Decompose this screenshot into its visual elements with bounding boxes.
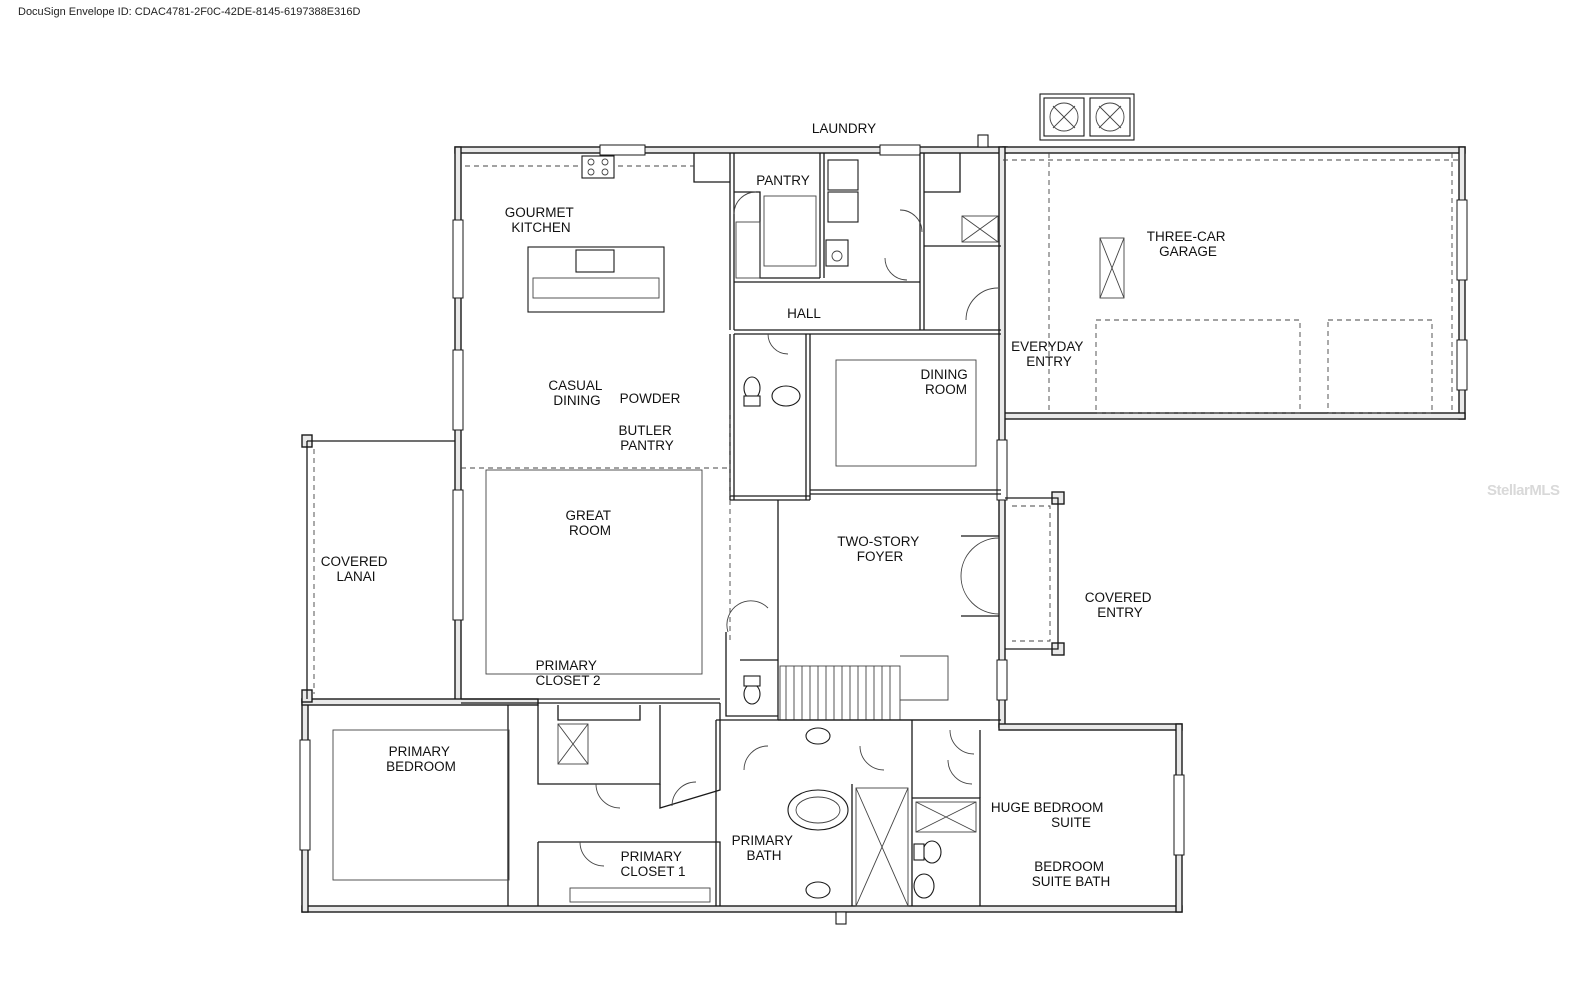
fixtures	[527, 134, 999, 925]
label-three-car-garage-line-2: GARAGE	[1159, 244, 1217, 259]
label-casual-dining-line-2: DINING	[553, 393, 600, 408]
label-huge-bedroom-suite: HUGE BEDROOM SUITE	[991, 800, 1107, 830]
label-powder-line: POWDER	[620, 391, 681, 406]
label-butler-pantry-line-2: PANTRY	[620, 438, 674, 453]
interior-walls	[461, 153, 1001, 907]
windows	[299, 144, 1468, 856]
label-powder: POWDER	[620, 391, 681, 406]
label-great-room-line-2: ROOM	[569, 523, 611, 538]
label-bedroom-suite-bath: BEDROOM SUITE BATH	[1032, 859, 1111, 889]
label-casual-dining: CASUAL DINING	[548, 378, 605, 408]
label-huge-bedroom-suite-line-1: HUGE BEDROOM	[991, 800, 1104, 815]
label-primary-closet-1-line-2: CLOSET 1	[620, 864, 685, 879]
label-gourmet-kitchen-line-1: GOURMET	[505, 205, 574, 220]
stellarmls-watermark: StellarMLS	[1487, 482, 1560, 499]
label-dining-room-line-1: DINING	[920, 367, 967, 382]
label-dining-room: DINING ROOM	[920, 367, 971, 397]
ac-units	[1039, 93, 1135, 141]
label-covered-lanai-line-1: COVERED	[321, 554, 388, 569]
label-three-car-garage-line-1: THREE-CAR	[1147, 229, 1226, 244]
label-everyday-entry-line-1: EVERYDAY	[1011, 339, 1083, 354]
label-covered-lanai: COVERED LANAI	[321, 554, 392, 584]
label-pantry: PANTRY	[756, 173, 810, 188]
label-bedroom-suite-bath-line-2: SUITE BATH	[1032, 874, 1111, 889]
label-gourmet-kitchen: GOURMET KITCHEN	[505, 205, 578, 235]
covered-lanai-structure	[301, 434, 455, 703]
label-pantry-line: PANTRY	[756, 173, 810, 188]
label-laundry: LAUNDRY	[812, 121, 876, 136]
label-primary-bath-line-1: PRIMARY	[732, 833, 793, 848]
label-covered-entry: COVERED ENTRY	[1085, 590, 1156, 620]
label-primary-bath-line-2: BATH	[746, 848, 781, 863]
label-butler-pantry: BUTLER PANTRY	[618, 423, 675, 453]
label-everyday-entry-line-2: ENTRY	[1026, 354, 1072, 369]
label-three-car-garage: THREE-CAR GARAGE	[1147, 229, 1230, 259]
label-primary-closet-2: PRIMARY CLOSET 2	[535, 658, 600, 688]
label-great-room: GREAT ROOM	[565, 508, 614, 538]
room-labels: LAUNDRY PANTRY GOURMET KITCHEN THREE-CAR…	[321, 121, 1230, 889]
label-primary-closet-2-line-2: CLOSET 2	[535, 673, 600, 688]
label-butler-pantry-line-1: BUTLER	[618, 423, 672, 438]
label-hall: HALL	[787, 306, 821, 321]
label-gourmet-kitchen-line-2: KITCHEN	[511, 220, 570, 235]
label-primary-closet-2-line-1: PRIMARY	[536, 658, 597, 673]
label-primary-closet-1: PRIMARY CLOSET 1	[620, 849, 685, 879]
covered-entry-structure	[960, 491, 1065, 656]
label-covered-entry-line-1: COVERED	[1085, 590, 1152, 605]
label-two-story-foyer: TWO-STORY FOYER	[837, 534, 923, 564]
label-two-story-foyer-line-1: TWO-STORY	[837, 534, 919, 549]
label-great-room-line-1: GREAT	[565, 508, 610, 523]
label-primary-bedroom-line-2: BEDROOM	[386, 759, 456, 774]
label-casual-dining-line-1: CASUAL	[548, 378, 603, 393]
label-primary-closet-1-line-1: PRIMARY	[621, 849, 682, 864]
label-everyday-entry: EVERYDAY ENTRY	[1011, 339, 1087, 369]
door-swings	[579, 191, 999, 867]
dashed-outlines	[332, 153, 1459, 881]
exterior-walls	[301, 146, 1466, 913]
label-primary-bedroom-line-1: PRIMARY	[389, 744, 450, 759]
docusign-envelope-id: DocuSign Envelope ID: CDAC4781-2F0C-42DE…	[18, 6, 361, 18]
label-primary-bedroom: PRIMARY BEDROOM	[386, 744, 456, 774]
label-laundry-line: LAUNDRY	[812, 121, 876, 136]
label-dining-room-line-2: ROOM	[925, 382, 967, 397]
label-two-story-foyer-line-2: FOYER	[857, 549, 904, 564]
label-huge-bedroom-suite-line-2: SUITE	[1051, 815, 1091, 830]
label-covered-lanai-line-2: LANAI	[336, 569, 375, 584]
label-hall-line: HALL	[787, 306, 821, 321]
label-bedroom-suite-bath-line-1: BEDROOM	[1034, 859, 1104, 874]
label-covered-entry-line-2: ENTRY	[1097, 605, 1143, 620]
label-primary-bath: PRIMARY BATH	[732, 833, 797, 863]
